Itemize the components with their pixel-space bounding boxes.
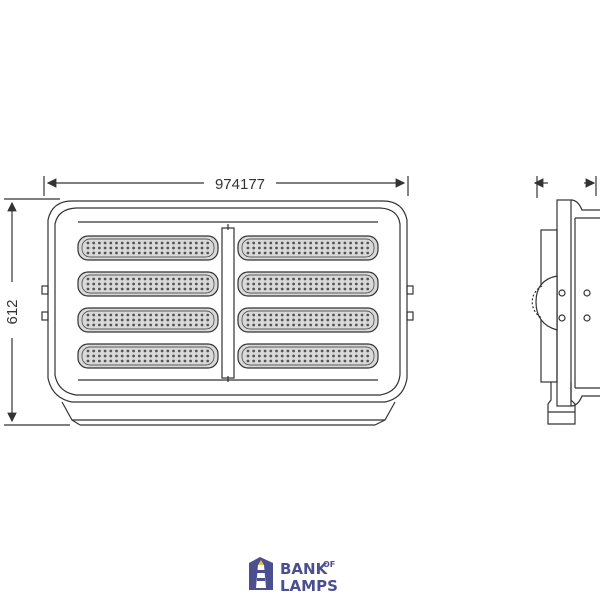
led-module xyxy=(77,343,219,369)
height-dimension-label: 612 xyxy=(4,299,21,324)
brand-logo: BANK OF LAMPS xyxy=(249,557,338,595)
front-view: 974177 612 xyxy=(4,176,414,426)
housing-outline xyxy=(47,200,408,403)
side-view xyxy=(531,176,600,425)
led-module xyxy=(237,343,379,369)
led-module xyxy=(77,307,219,333)
led-module xyxy=(237,307,379,333)
width-dimension-label: 974177 xyxy=(215,176,265,193)
led-module xyxy=(237,271,379,297)
brand-name-line2: LAMPS xyxy=(280,577,338,595)
led-module xyxy=(77,235,219,261)
led-module xyxy=(77,271,219,297)
center-divider xyxy=(221,227,235,379)
led-module-grid xyxy=(77,235,379,369)
bottom-bracket xyxy=(61,401,396,421)
brand-name-line1: BANK xyxy=(280,560,329,578)
led-module xyxy=(237,235,379,261)
adjustment-hinge xyxy=(535,275,558,331)
brand-name-superscript: OF xyxy=(323,560,335,569)
height-dimension: 612 xyxy=(4,198,70,426)
lighthouse-icon xyxy=(249,557,273,590)
width-dimension: 974177 xyxy=(43,176,409,196)
